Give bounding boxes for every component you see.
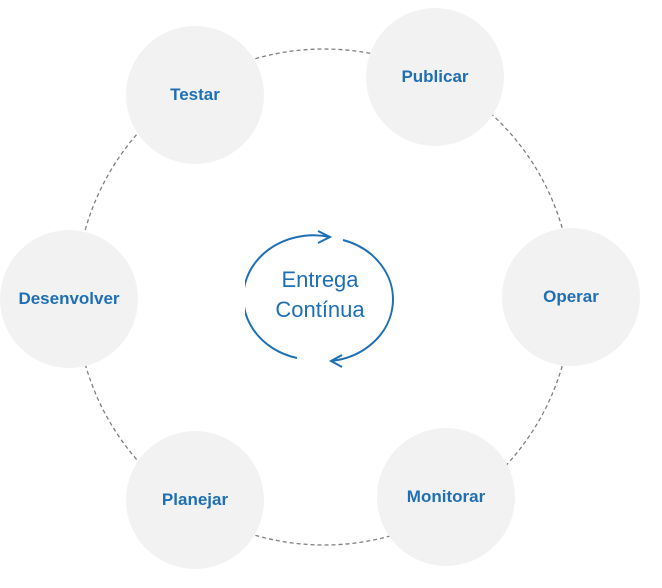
center-title-line2: Contínua [275,297,365,322]
stage-monitorar: Monitorar [377,428,515,566]
stage-label-testar: Testar [170,85,220,104]
center-title: Entrega Contínua [245,265,395,325]
stage-label-desenvolver: Desenvolver [18,289,120,308]
stage-label-monitorar: Monitorar [406,487,486,506]
stage-label-operar: Operar [543,287,599,306]
stage-publicar: Publicar [366,8,504,146]
stage-label-planejar: Planejar [161,490,229,509]
stage-operar: Operar [502,228,640,366]
cycle-arrows-icon [245,230,394,368]
center-title-line1: Entrega [281,267,359,292]
stage-label-publicar: Publicar [401,67,469,86]
stage-desenvolver: Desenvolver [0,230,138,368]
stage-planejar: Planejar [126,431,264,569]
stage-testar: Testar [126,26,264,164]
